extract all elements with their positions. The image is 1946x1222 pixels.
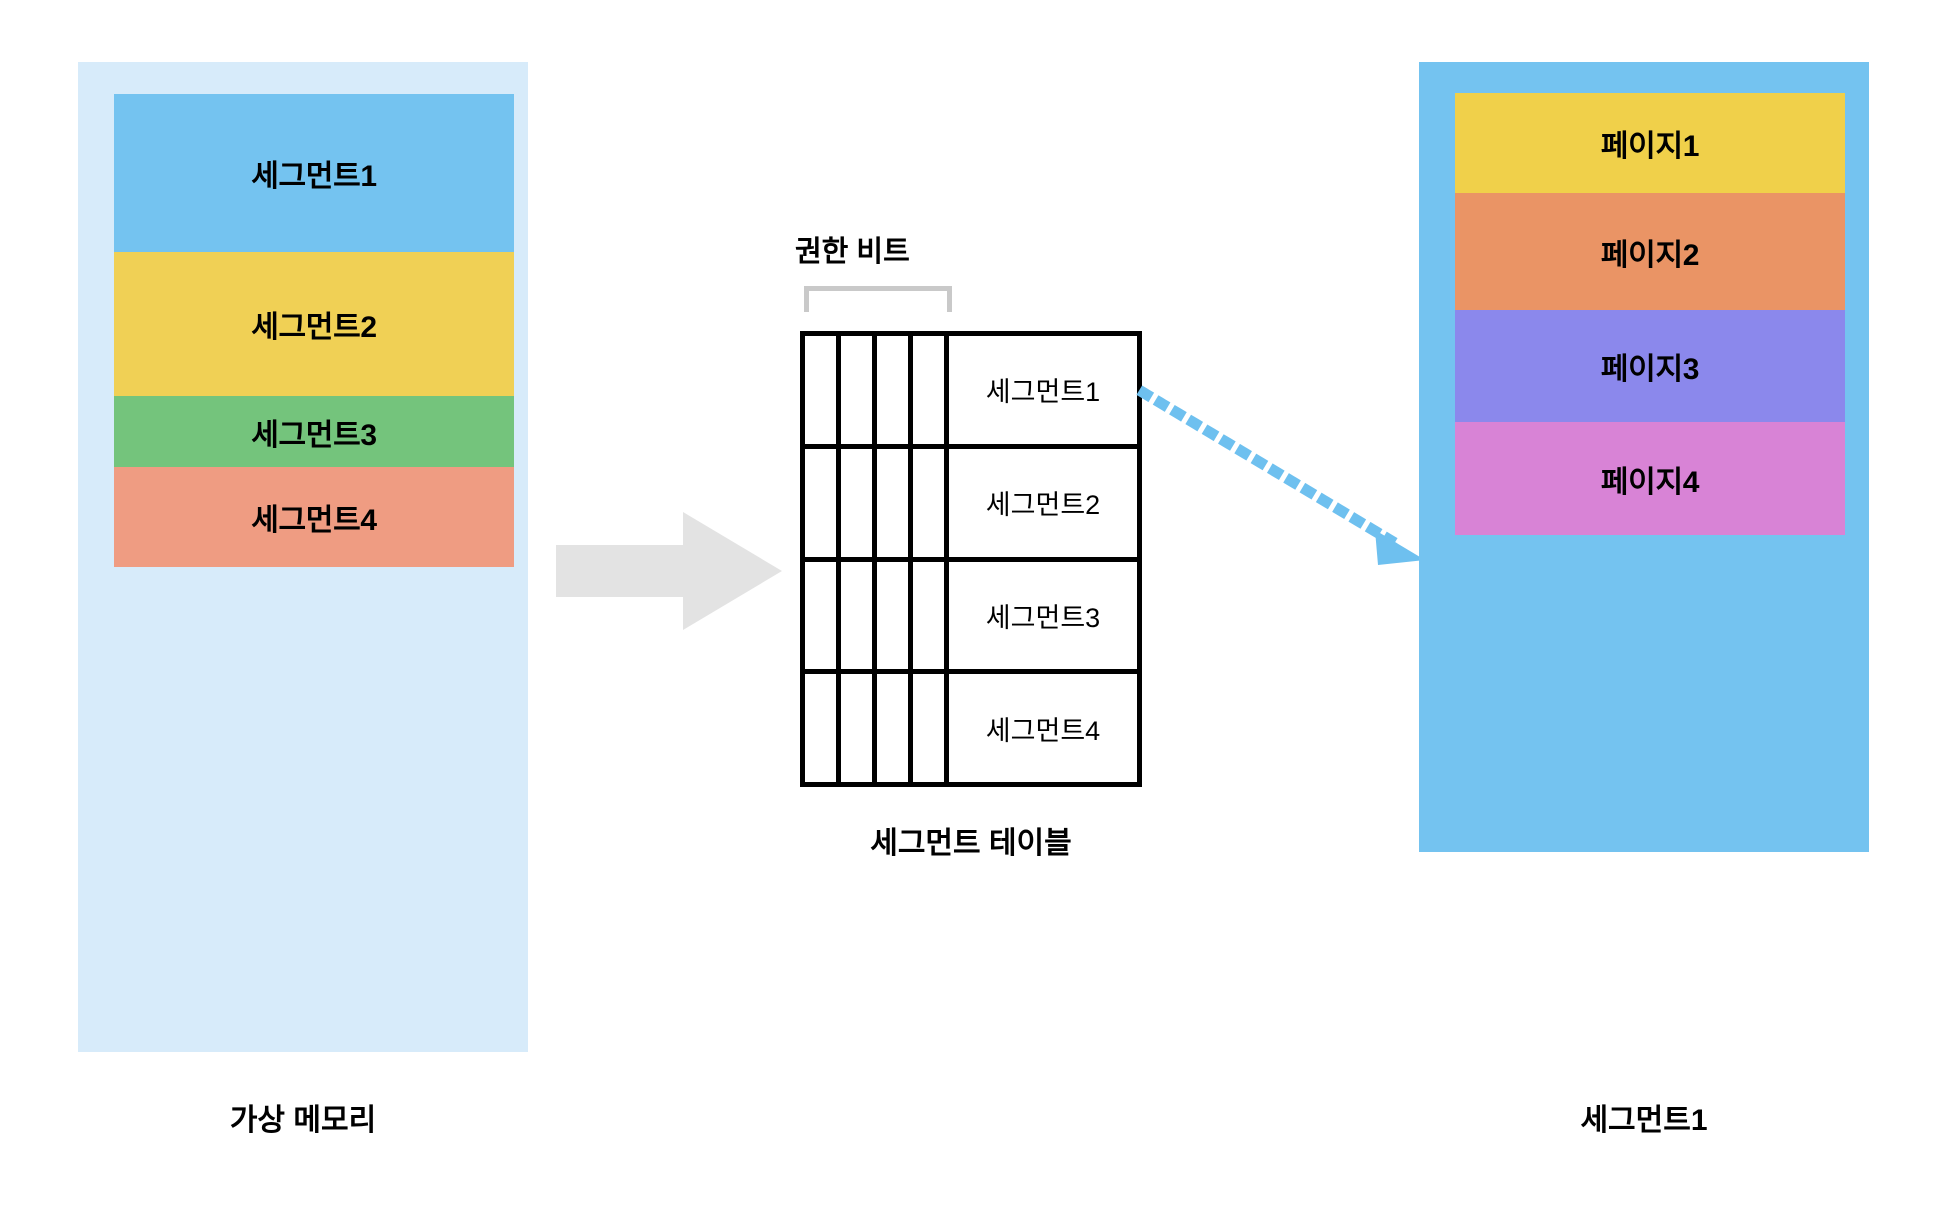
segment-table: 세그먼트1 세그먼트2 세그먼트3 세그먼트4 (800, 331, 1142, 787)
permission-bit-cell[interactable] (841, 336, 877, 444)
permission-bit-cell[interactable] (841, 561, 877, 670)
permission-bit-cell[interactable] (805, 336, 841, 444)
virtual-memory-segment-3: 세그먼트3 (114, 396, 514, 467)
page-block-3-label: 페이지3 (1600, 353, 1700, 386)
page-block-2-label: 페이지2 (1600, 238, 1700, 272)
permission-bit-cell[interactable] (805, 448, 841, 557)
permission-bits-bracket-icon (804, 286, 952, 312)
permission-bits-label: 권한 비트 (795, 236, 910, 268)
page-block-4: 페이지4 (1455, 422, 1845, 535)
permission-bit-cell[interactable] (913, 336, 949, 444)
segment-name-cell: 세그먼트2 (985, 490, 1101, 521)
table-row[interactable]: 세그먼트4 (805, 674, 1137, 782)
permission-bit-cell[interactable] (877, 336, 913, 444)
table-row[interactable]: 세그먼트1 (805, 336, 1137, 449)
segment-table-caption: 세그먼트 테이블 (870, 827, 1072, 860)
permission-bit-cell[interactable] (877, 448, 913, 557)
permission-bit-cell[interactable] (841, 448, 877, 557)
permission-bit-cell[interactable] (913, 674, 949, 782)
page-block-1: 페이지1 (1455, 93, 1845, 193)
permission-bit-cell[interactable] (877, 561, 913, 670)
page-block-3: 페이지3 (1455, 310, 1845, 422)
segment-name-cell: 세그먼트4 (985, 715, 1101, 746)
virtual-memory-segment-2: 세그먼트2 (114, 252, 514, 396)
page-block-4-label: 페이지4 (1600, 465, 1700, 499)
flow-arrow-icon (556, 512, 782, 630)
table-row[interactable]: 세그먼트2 (805, 448, 1137, 562)
virtual-memory-panel: 세그먼트1 세그먼트2 세그먼트3 세그먼트4 (78, 62, 528, 1052)
segment-name-cell: 세그먼트1 (985, 377, 1101, 408)
permission-bit-cell[interactable] (877, 674, 913, 782)
virtual-memory-caption: 가상 메모리 (229, 1104, 377, 1137)
virtual-memory-segment-1-label: 세그먼트1 (251, 160, 377, 193)
table-row[interactable]: 세그먼트3 (805, 561, 1137, 675)
segment1-caption: 세그먼트1 (1580, 1104, 1708, 1137)
segment1-detail-panel: 페이지1 페이지2 페이지3 페이지4 (1419, 62, 1869, 852)
virtual-memory-segment-1: 세그먼트1 (114, 94, 514, 252)
permission-bit-cell[interactable] (805, 561, 841, 670)
virtual-memory-segment-2-label: 세그먼트2 (251, 311, 377, 344)
virtual-memory-segment-4: 세그먼트4 (114, 467, 514, 567)
permission-bit-cell[interactable] (913, 561, 949, 670)
permission-bit-cell[interactable] (805, 674, 841, 782)
page-block-2: 페이지2 (1455, 193, 1845, 310)
virtual-memory-segment-3-label: 세그먼트3 (251, 418, 377, 452)
segment-name-cell: 세그먼트3 (985, 602, 1101, 633)
virtual-memory-segment-4-label: 세그먼트4 (251, 504, 377, 537)
page-block-1-label: 페이지1 (1600, 130, 1700, 163)
permission-bit-cell[interactable] (913, 448, 949, 557)
permission-bit-cell[interactable] (841, 674, 877, 782)
mapping-dashed-arrow-icon (1136, 385, 1425, 565)
